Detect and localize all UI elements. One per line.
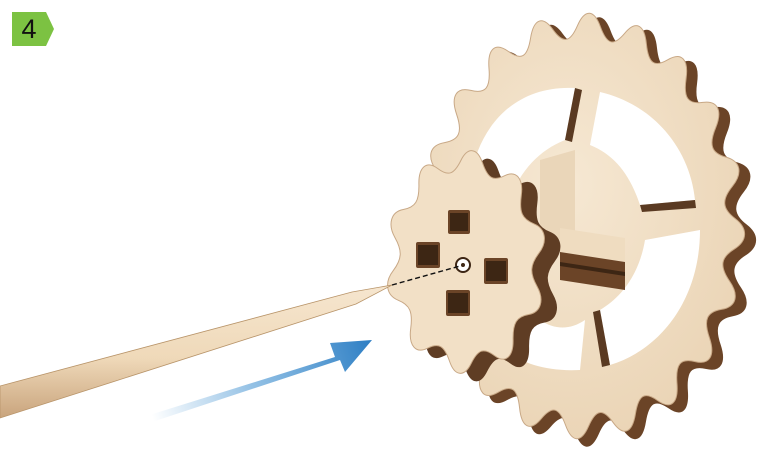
small-gear-square-hole xyxy=(484,258,508,284)
small-gear-square-hole xyxy=(416,242,440,268)
small-gear-square-hole xyxy=(448,210,470,234)
step-number: 4 xyxy=(12,12,46,46)
step-badge: 4 xyxy=(12,12,54,46)
small-gear-square-hole xyxy=(446,290,470,316)
